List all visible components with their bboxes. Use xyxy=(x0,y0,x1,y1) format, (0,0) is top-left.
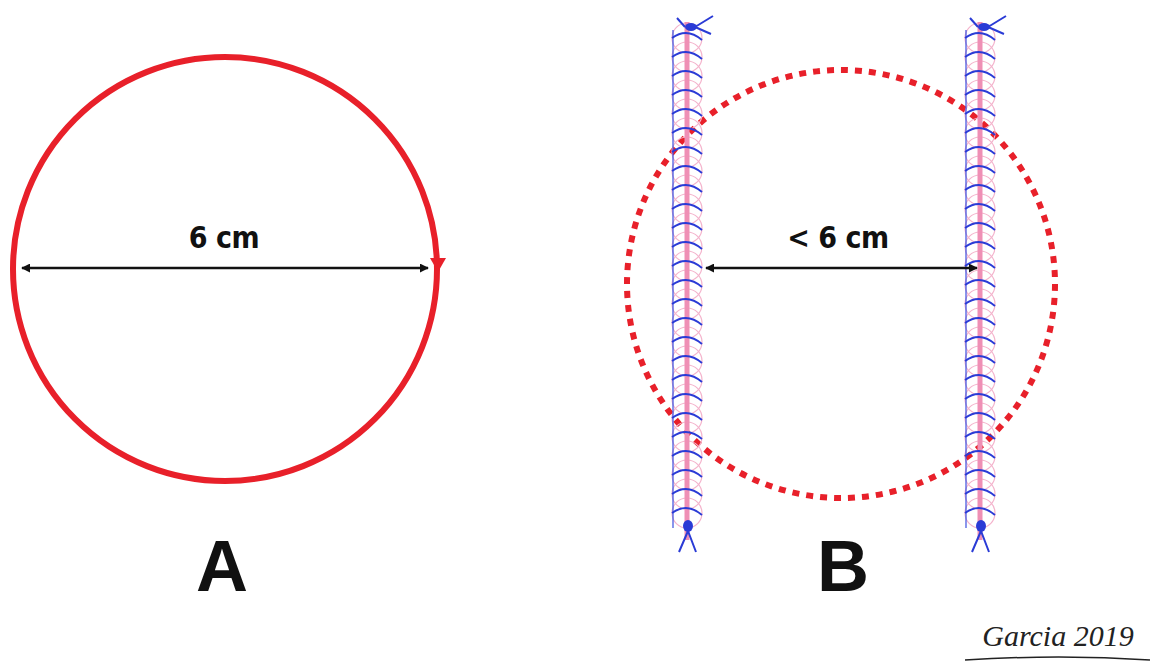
suture-knot xyxy=(683,520,693,532)
suture-stitch xyxy=(672,166,702,173)
suture-stitch xyxy=(965,147,995,154)
suture-stitch xyxy=(965,185,995,192)
suture-stitch xyxy=(672,109,702,116)
suture-stitch xyxy=(672,128,702,135)
suture-stitch xyxy=(672,71,702,78)
suture-stitch xyxy=(672,318,702,325)
suture-line xyxy=(672,16,713,552)
suture-edge xyxy=(672,30,673,528)
suture-stitch xyxy=(965,223,995,230)
suture-stitch xyxy=(672,33,702,40)
suture-tail xyxy=(972,531,989,552)
suture-stitch xyxy=(672,299,702,306)
suture-stitch xyxy=(965,299,995,306)
suture-stitch xyxy=(965,489,995,496)
dotted-circle xyxy=(627,70,1055,498)
suture-stitch xyxy=(965,242,995,249)
dimension-label: 6 cm xyxy=(189,223,259,253)
suture-stitch xyxy=(672,375,702,382)
dimension-arrow xyxy=(22,267,428,270)
suture-stitch xyxy=(965,318,995,325)
suture-stitch xyxy=(965,356,995,363)
suture-stitch xyxy=(672,356,702,363)
suture-stitch xyxy=(672,90,702,97)
suture-tail xyxy=(970,16,1006,34)
suture-stitch xyxy=(965,280,995,287)
suture-stitch xyxy=(672,489,702,496)
suture-stitch xyxy=(672,147,702,154)
suture-stitch xyxy=(965,432,995,439)
suture-tail xyxy=(677,16,713,34)
suture-stitch xyxy=(965,33,995,40)
suture-stitch xyxy=(965,166,995,173)
circle-arrowhead xyxy=(430,258,446,272)
suture-stitch xyxy=(965,394,995,401)
suture-stitch xyxy=(965,71,995,78)
suture-edge xyxy=(965,30,966,528)
suture-stitch xyxy=(965,413,995,420)
suture-stitch xyxy=(672,204,702,211)
dimension-label: < 6 cm xyxy=(787,223,888,253)
signature-underline xyxy=(965,657,1150,660)
defect-circle xyxy=(13,57,437,481)
suture-stitch xyxy=(965,337,995,344)
suture-stitch xyxy=(672,52,702,59)
suture-stitch xyxy=(965,109,995,116)
suture-tail xyxy=(679,531,696,552)
suture-stitch xyxy=(672,242,702,249)
suture-line xyxy=(965,16,1006,552)
suture-stitch xyxy=(965,508,995,515)
suture-stitch xyxy=(965,52,995,59)
suture-stitch xyxy=(965,470,995,477)
suture-stitch xyxy=(965,204,995,211)
suture-stitch xyxy=(672,261,702,268)
suture-knot xyxy=(976,520,986,532)
suture-stitch xyxy=(672,394,702,401)
suture-stitch xyxy=(965,375,995,382)
suture-stitch xyxy=(965,451,995,458)
panel-letter: A xyxy=(196,530,248,602)
suture-stitch xyxy=(672,451,702,458)
suture-stitch xyxy=(672,508,702,515)
suture-stitch xyxy=(965,128,995,135)
suture-stitch xyxy=(672,432,702,439)
suture-stitch xyxy=(672,185,702,192)
suture-stitch xyxy=(965,90,995,97)
suture-stitch xyxy=(672,413,702,420)
suture-stitch xyxy=(672,223,702,230)
author-signature: Garcia 2019 xyxy=(982,621,1133,651)
suture-stitch xyxy=(672,280,702,287)
dimension-arrow xyxy=(706,267,977,270)
suture-stitch xyxy=(672,337,702,344)
suture-stitch xyxy=(672,470,702,477)
panel-letter: B xyxy=(817,530,869,602)
